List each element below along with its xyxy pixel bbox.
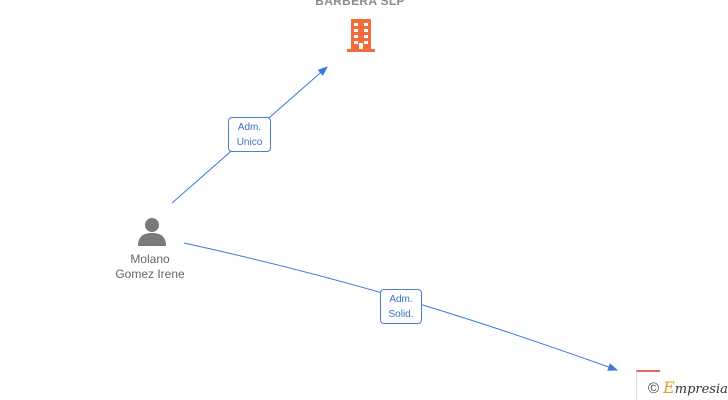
partial-company-node[interactable]: [636, 370, 660, 400]
brand-name: mpresia: [674, 382, 728, 397]
role-label-line2: Solid.: [388, 309, 414, 320]
copyright-symbol: ©: [648, 380, 660, 397]
person-icon[interactable]: [136, 217, 168, 247]
role-label-line2: Unico: [236, 137, 263, 148]
role-label-adm-solid: Adm. Solid.: [380, 289, 422, 324]
company-name[interactable]: BARBERA SLP: [315, 0, 405, 8]
brand-initial: E: [663, 378, 675, 397]
watermark: ©Empresia: [648, 378, 728, 397]
role-label-adm-unico: Adm. Unico: [228, 117, 271, 152]
person-name[interactable]: Molano Gomez Irene: [100, 252, 200, 282]
person-name-line2: Gomez Irene: [115, 267, 185, 281]
person-name-line1: Molano: [130, 252, 170, 266]
role-label-line1: Adm.: [237, 122, 262, 133]
building-icon[interactable]: [344, 17, 378, 53]
role-label-line1: Adm.: [389, 294, 413, 305]
